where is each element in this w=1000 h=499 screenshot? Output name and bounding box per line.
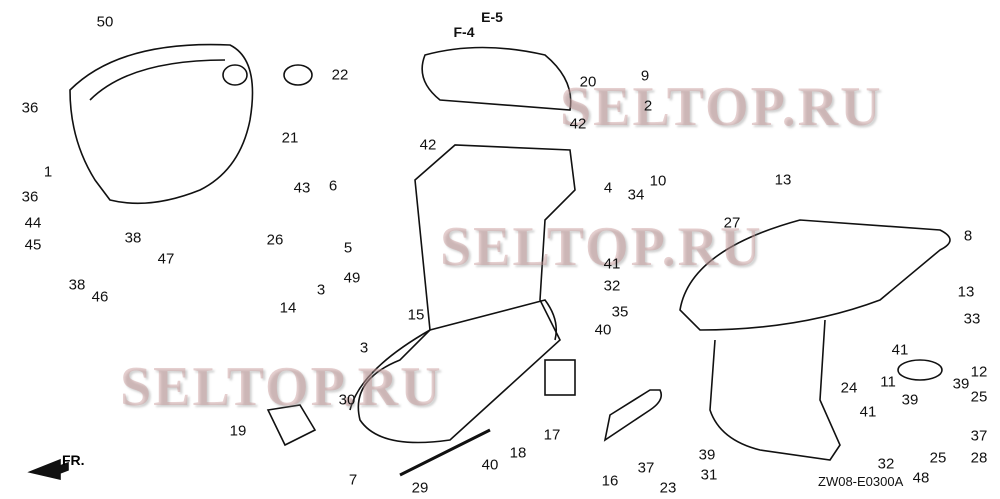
callout: 12 bbox=[970, 363, 988, 381]
callout: 40 bbox=[594, 321, 612, 339]
bracket-part bbox=[266, 404, 317, 447]
callout: 23 bbox=[659, 479, 677, 497]
callout: 8 bbox=[963, 227, 973, 245]
callout: 27 bbox=[723, 214, 741, 232]
callout: 13 bbox=[957, 283, 975, 301]
callout: 28 bbox=[970, 449, 988, 467]
callout: 35 bbox=[611, 303, 629, 321]
seal-part bbox=[421, 46, 572, 111]
callout: 3 bbox=[316, 281, 326, 299]
watermark: SELTOP.RU bbox=[560, 76, 883, 138]
callout: 44 bbox=[24, 214, 42, 232]
callout: 41 bbox=[603, 255, 621, 273]
callout: 32 bbox=[603, 277, 621, 295]
callout: 33 bbox=[963, 310, 981, 328]
callout: 30 bbox=[338, 391, 356, 409]
callout: 25 bbox=[970, 388, 988, 406]
callout: 38 bbox=[124, 229, 142, 247]
callout: 38 bbox=[68, 276, 86, 294]
callout: 45 bbox=[24, 236, 42, 254]
callout: 26 bbox=[266, 231, 284, 249]
callout: 7 bbox=[348, 471, 358, 489]
callout: 31 bbox=[700, 466, 718, 484]
callout: 50 bbox=[96, 13, 114, 31]
gear-case-part bbox=[679, 219, 951, 331]
cover-plate-part bbox=[603, 389, 663, 442]
gear-case-lower bbox=[709, 319, 841, 461]
callout: 36 bbox=[21, 99, 39, 117]
callout: 41 bbox=[859, 403, 877, 421]
callout: 20 bbox=[579, 73, 597, 91]
watermark: SELTOP.RU bbox=[120, 356, 443, 418]
reference-label: E-5 bbox=[481, 9, 503, 25]
callout: 32 bbox=[877, 455, 895, 473]
callout: 47 bbox=[157, 250, 175, 268]
callout: 11 bbox=[880, 373, 896, 391]
callout: 48 bbox=[912, 469, 930, 487]
callout: 19 bbox=[229, 422, 247, 440]
callout: 5 bbox=[343, 239, 353, 257]
callout: 14 bbox=[279, 299, 297, 317]
callout: 42 bbox=[419, 136, 437, 154]
callout: 10 bbox=[649, 172, 667, 190]
callout: 6 bbox=[328, 177, 338, 195]
callout: 3 bbox=[359, 339, 369, 357]
callout: 22 bbox=[331, 66, 349, 84]
callout: 49 bbox=[343, 269, 361, 287]
callout: 2 bbox=[643, 97, 653, 115]
callout: 1 bbox=[43, 163, 53, 181]
callout: 15 bbox=[407, 306, 425, 324]
engine-cover-part bbox=[69, 43, 254, 205]
callout: 37 bbox=[970, 427, 988, 445]
anode-part bbox=[897, 359, 943, 381]
diagram-code: ZW08-E0300A bbox=[818, 474, 904, 489]
callout: 25 bbox=[929, 449, 947, 467]
callout: 29 bbox=[411, 479, 429, 497]
callout: 17 bbox=[543, 426, 561, 444]
callout: 46 bbox=[91, 288, 109, 306]
front-direction-label: FR. bbox=[62, 452, 85, 468]
watermark: SELTOP.RU bbox=[440, 216, 763, 278]
callout: 18 bbox=[509, 444, 527, 462]
callout: 39 bbox=[901, 391, 919, 409]
callout: 24 bbox=[840, 379, 858, 397]
callout: 39 bbox=[698, 446, 716, 464]
callout: 13 bbox=[774, 171, 792, 189]
callout: 21 bbox=[281, 129, 299, 147]
callout: 43 bbox=[293, 179, 311, 197]
callout: 36 bbox=[21, 188, 39, 206]
reference-label: F-4 bbox=[453, 24, 475, 40]
callout: 34 bbox=[627, 186, 645, 204]
callout: 16 bbox=[601, 472, 619, 490]
callout: 41 bbox=[891, 341, 909, 359]
callout: 39 bbox=[952, 375, 970, 393]
mount-part bbox=[544, 359, 576, 396]
callout: 40 bbox=[481, 456, 499, 474]
callout: 9 bbox=[640, 67, 650, 85]
callout: 42 bbox=[569, 115, 587, 133]
callout: 37 bbox=[637, 459, 655, 477]
callout: 4 bbox=[603, 179, 613, 197]
